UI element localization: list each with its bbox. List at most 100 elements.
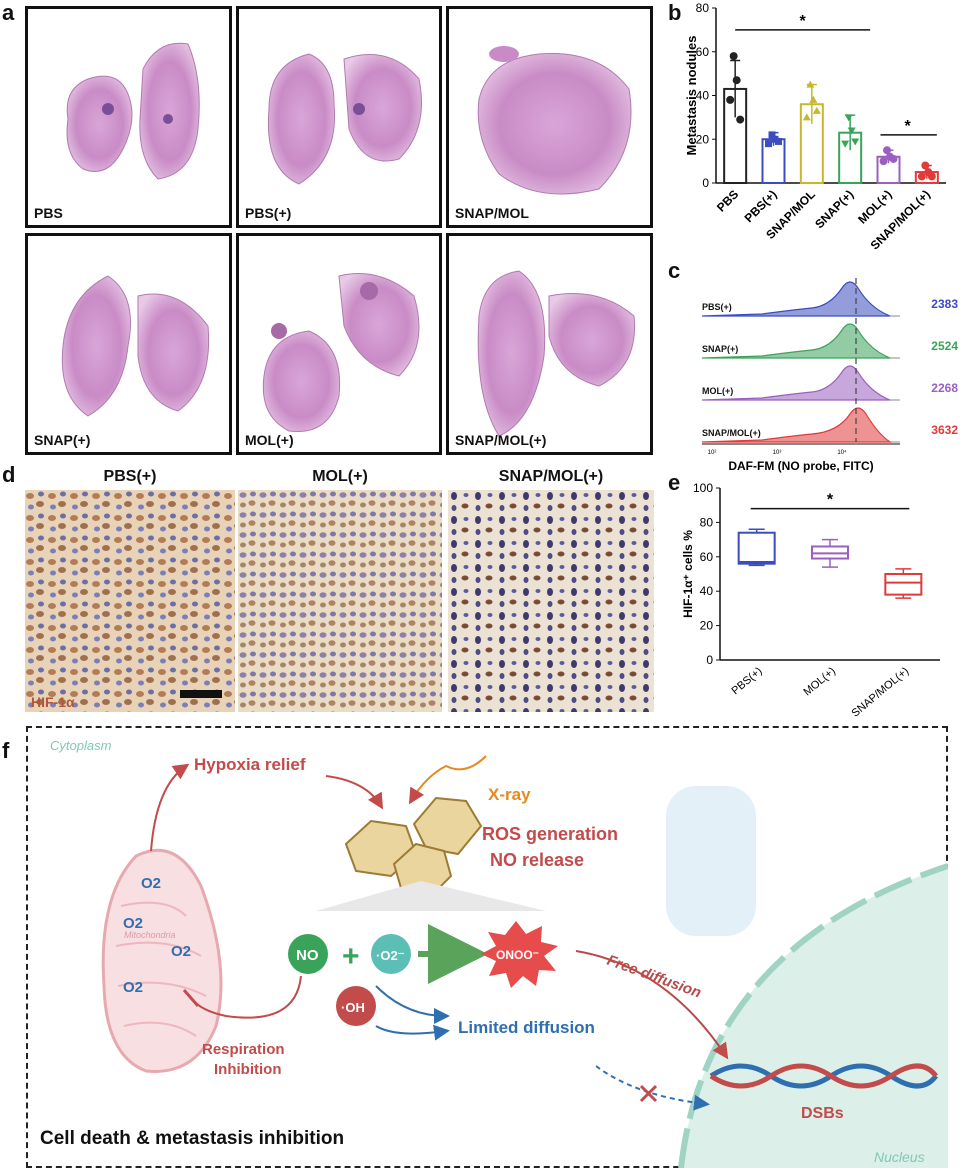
lung-section-tile: PBS — [25, 6, 232, 228]
xray-label: X-ray — [488, 785, 531, 804]
histogram-area — [701, 281, 891, 317]
no-text: NO — [296, 947, 319, 964]
ihc-title: MOL(+) — [312, 468, 368, 485]
lung-section-image — [477, 46, 632, 195]
y-tick-label: 80 — [700, 515, 714, 529]
y-tick-label: 60 — [700, 550, 714, 564]
nucleus-label: Nucleus — [874, 1149, 925, 1165]
tile-label: PBS — [34, 205, 63, 221]
x-tick-label: PBS — [714, 187, 741, 214]
y-axis-label: Metastasis nodules — [684, 36, 699, 156]
hydroxyl-molecule — [336, 986, 376, 1026]
series-label: MOL(+) — [702, 386, 733, 396]
respiration-label: Respiration — [202, 1041, 285, 1058]
data-point — [812, 106, 821, 114]
box — [737, 531, 776, 565]
free-diffusion-label: Free diffusion — [605, 952, 704, 1002]
o2-label: O2 — [171, 943, 191, 960]
data-point — [726, 95, 735, 104]
data-point — [879, 157, 888, 166]
nucleus-region — [681, 866, 948, 1168]
y-axis-label: HIF-1α⁺ cells % — [681, 530, 695, 618]
molecular-structure — [666, 786, 756, 936]
stain-label: HIF-1α — [31, 694, 75, 710]
xray-wave — [408, 755, 487, 805]
data-point — [729, 52, 738, 61]
lung-section-tile: SNAP/MOL — [446, 6, 653, 228]
lung-section-image — [61, 275, 210, 417]
data-point — [806, 80, 815, 88]
significance-marker: * — [800, 13, 807, 30]
mechanism-schematic: Cytoplasm Nucleus Mitochondria O2 O2 O2 … — [40, 738, 948, 1168]
y-tick-label: 60 — [696, 45, 710, 59]
y-tick-label: 80 — [696, 1, 710, 15]
significance-marker: * — [827, 492, 834, 509]
lung-section-tile: SNAP/MOL(+) — [446, 233, 653, 455]
hydroxyl-text: ·OH — [341, 1000, 365, 1015]
x-tick-label: PBS(+) — [729, 665, 764, 697]
panel-e-label: e — [668, 470, 681, 495]
data-point — [809, 95, 818, 103]
series-value: 2268 — [931, 381, 958, 395]
summary-label: Cell death & metastasis inhibition — [40, 1128, 344, 1149]
ihc-title: PBS(+) — [103, 468, 157, 485]
histogram-area — [701, 407, 892, 443]
data-point — [917, 172, 926, 181]
x-tick-label: SNAP/MOL(+) — [849, 665, 911, 720]
nuclear-membrane — [678, 863, 948, 1168]
panel-a-label: a — [2, 0, 15, 25]
o2-label: O2 — [141, 875, 161, 892]
tile-label: PBS(+) — [245, 205, 292, 221]
block-icon — [639, 1084, 658, 1103]
ihc-image: HIF-1α — [25, 490, 235, 712]
ihc-image — [238, 490, 442, 712]
superoxide-molecule — [371, 934, 411, 974]
lung-section-tile: MOL(+) — [236, 233, 442, 455]
data-point — [851, 138, 860, 146]
plus-sign: + — [342, 940, 360, 973]
data-point — [889, 154, 898, 163]
x-tick-label: PBS(+) — [742, 187, 780, 225]
data-point — [921, 161, 930, 170]
y-tick-label: 20 — [696, 132, 710, 146]
lung-section-tile: SNAP(+) — [25, 233, 232, 455]
panel-d-label: d — [2, 462, 16, 487]
tile-label: SNAP/MOL — [455, 205, 529, 221]
scale-bar — [180, 690, 222, 698]
tile-label: SNAP/MOL(+) — [455, 432, 547, 448]
histogram-area — [701, 365, 891, 401]
data-point — [775, 137, 782, 145]
panel-b-label: b — [668, 0, 682, 25]
series-label: SNAP(+) — [702, 344, 738, 354]
ros-generation-label: ROS generation — [482, 824, 618, 844]
box — [884, 573, 923, 596]
series-value: 3632 — [931, 423, 958, 437]
limited-diffusion-label: Limited diffusion — [458, 1018, 595, 1037]
panel-c-label: c — [668, 258, 681, 283]
y-tick-label: 0 — [706, 653, 713, 667]
x-tick-label: MOL(+) — [801, 665, 838, 698]
lung-section-image — [66, 42, 200, 180]
tile-label: MOL(+) — [245, 432, 294, 448]
mitochondria-shape — [101, 848, 223, 1073]
series-value: 2383 — [931, 297, 958, 311]
dna-strand — [709, 1063, 938, 1089]
data-point — [802, 113, 811, 121]
lung-section-image — [267, 53, 422, 185]
series-value: 2524 — [931, 339, 958, 353]
data-point — [883, 146, 891, 155]
x-tick-label: SNAP(+) — [812, 187, 856, 231]
data-point — [847, 127, 856, 135]
superoxide-text: ·O2⁻ — [376, 948, 405, 963]
lung-section-image — [262, 273, 420, 433]
y-tick-label: 100 — [693, 481, 713, 495]
data-point — [765, 140, 772, 148]
x-axis-label: DAF-FM (NO probe, FITC) — [728, 459, 873, 473]
x-tick-label: 10⁴ — [837, 449, 847, 456]
panel-f-label: f — [2, 738, 10, 763]
series-label: PBS(+) — [702, 302, 732, 312]
cytoplasm-label: Cytoplasm — [50, 738, 112, 753]
x-tick-label: 10² — [708, 450, 717, 456]
peroxynitrite-burst — [481, 921, 558, 988]
mitochondria-label: Mitochondria — [124, 930, 176, 940]
